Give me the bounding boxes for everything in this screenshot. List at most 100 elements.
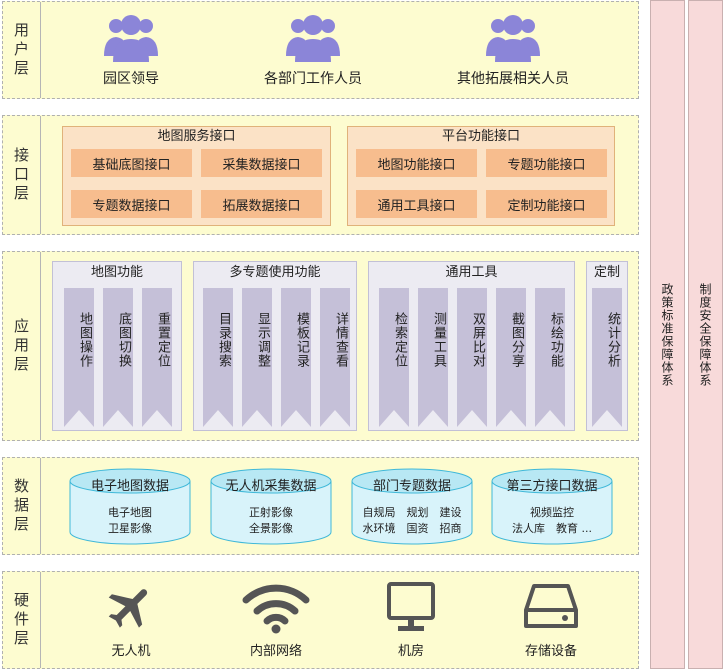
institutional-security-guarantee-system: 制度安全保障体系 [688,0,723,669]
group-title: 定制 [593,265,620,280]
interface-item: 通用工具接口 [356,190,477,218]
interface-item: 拓展数据接口 [201,190,322,218]
app-item: 标绘功能 [535,288,565,427]
data-store-title: 第三方接口数据 [506,479,598,494]
app-item-label: 标绘功能 [548,312,563,368]
database-cylinder-icon [69,468,191,545]
user-layer: 用户层 园区领导 各部门工作人员 [2,1,639,99]
app-item: 地图操作 [64,288,94,427]
hardware-label: 机房 [397,644,424,659]
user-label: 各部门工作人员 [264,71,362,87]
app-item-label: 底图切换 [116,312,131,368]
app-item-label: 测量工具 [431,312,446,368]
platform-function-interface-group: 平台功能接口 地图功能接口 专题功能接口 通用工具接口 定制功能接口 [347,126,615,226]
user-label: 其他拓展相关人员 [457,71,569,87]
hardware-internal-network: 内部网络 [221,580,331,659]
data-store-line: 卫星影像 [108,522,152,535]
hardware-layer-label: 硬件层 [12,591,30,649]
app-item-label: 模板记录 [294,312,309,368]
app-group-custom: 定制 统计分析 [586,261,628,431]
data-store-line: 自规局 规划 建设 [362,506,462,519]
user-label: 园区领导 [103,71,159,87]
app-item: 模板记录 [281,288,311,427]
database-cylinder-icon [210,468,332,545]
user-layer-label: 用户层 [12,21,30,79]
app-item-label: 详情查看 [333,312,348,368]
group-title: 通用工具 [445,265,498,280]
interface-item: 定制功能接口 [486,190,607,218]
hardware-server-room: 机房 [356,580,466,659]
application-layer-label: 应用层 [12,317,30,375]
data-store-title: 电子地图数据 [90,479,169,494]
side-label: 制度安全保障体系 [698,282,712,387]
app-item: 统计分析 [592,288,622,427]
data-store-drone-capture: 无人机采集数据 正射影像 全景影像 [210,468,332,545]
data-store-line: 水环境 国资 招商 [362,522,462,535]
data-store-line: 视频监控 [530,506,574,519]
app-item: 检索定位 [379,288,409,427]
data-layer: 数据层 电子地图数据 电子地图 卫星影像 无人机采集数据 正射影像 全景影像 部… [2,457,639,555]
interface-layer: 接口层 地图服务接口 基础底图接口 采集数据接口 专题数据接口 拓展数据接口 平… [2,115,639,235]
app-item-label: 显示调整 [255,312,270,368]
hardware-label: 无人机 [111,644,151,659]
hardware-drone: 无人机 [76,580,186,659]
group-title: 地图服务接口 [157,129,236,144]
interface-item: 采集数据接口 [201,149,322,177]
app-item: 目录搜索 [203,288,233,427]
hardware-storage-device: 存储设备 [496,580,606,659]
map-service-interface-group: 地图服务接口 基础底图接口 采集数据接口 专题数据接口 拓展数据接口 [62,126,331,226]
app-item: 截图分享 [496,288,526,427]
data-store-line: 法人库 教育 ... [512,522,592,535]
data-store-line: 电子地图 [108,506,152,519]
data-store-title: 无人机采集数据 [225,479,317,494]
side-label: 政策标准保障体系 [660,282,674,387]
data-store-department-topic: 部门专题数据 自规局 规划 建设 水环境 国资 招商 [351,468,473,545]
group-title: 地图功能 [90,265,143,280]
app-item-label: 重置定位 [155,312,170,368]
group-title: 多专题使用功能 [229,265,321,280]
interface-layer-label: 接口层 [12,146,30,204]
data-store-title: 部门专题数据 [372,479,451,494]
database-cylinder-icon [491,468,613,545]
app-item: 双屏比对 [457,288,487,427]
interface-item: 专题数据接口 [71,190,192,218]
app-item: 重置定位 [142,288,172,427]
application-layer: 应用层 地图功能 地图操作 底图切换 重置定位 多专题使用功能 目录搜索 显示调… [2,251,639,441]
hardware-layer: 硬件层 无人机 内部网络 机房 存储设备 [2,571,639,669]
storage-drive-icon [524,584,578,628]
interface-item: 地图功能接口 [356,149,477,177]
hardware-label: 内部网络 [249,644,302,659]
app-item: 底图切换 [103,288,133,427]
user-department-staff: 各部门工作人员 [243,12,383,88]
app-group-multi-topic: 多专题使用功能 目录搜索 显示调整 模板记录 详情查看 [193,261,357,431]
interface-item: 专题功能接口 [486,149,607,177]
wifi-icon [242,584,310,634]
user-group-icon [486,15,540,62]
app-item: 测量工具 [418,288,448,427]
data-layer-label: 数据层 [12,477,30,535]
app-item-label: 统计分析 [605,312,620,368]
group-title: 平台功能接口 [441,129,520,144]
data-store-third-party: 第三方接口数据 视频监控 法人库 教育 ... [491,468,613,545]
app-item-label: 双屏比对 [470,312,485,368]
user-other-related: 其他拓展相关人员 [443,12,583,88]
airplane-icon [108,589,148,628]
app-group-common-tools: 通用工具 检索定位 测量工具 双屏比对 截图分享 标绘功能 [368,261,575,431]
data-store-line: 全景影像 [249,522,293,535]
app-item-label: 检索定位 [392,312,407,368]
user-group-icon [104,15,158,62]
hardware-label: 存储设备 [524,644,577,659]
app-group-map-functions: 地图功能 地图操作 底图切换 重置定位 [52,261,182,431]
app-item-label: 目录搜索 [216,312,231,368]
app-item: 显示调整 [242,288,272,427]
monitor-icon [387,582,435,631]
app-item: 详情查看 [320,288,350,427]
app-item-label: 截图分享 [509,312,524,368]
app-item-label: 地图操作 [77,312,92,368]
database-cylinder-icon [351,468,473,545]
user-group-icon [286,15,340,62]
policy-standard-guarantee-system: 政策标准保障体系 [650,0,685,669]
data-store-line: 正射影像 [249,506,293,519]
interface-item: 基础底图接口 [71,149,192,177]
data-store-electronic-map: 电子地图数据 电子地图 卫星影像 [69,468,191,545]
